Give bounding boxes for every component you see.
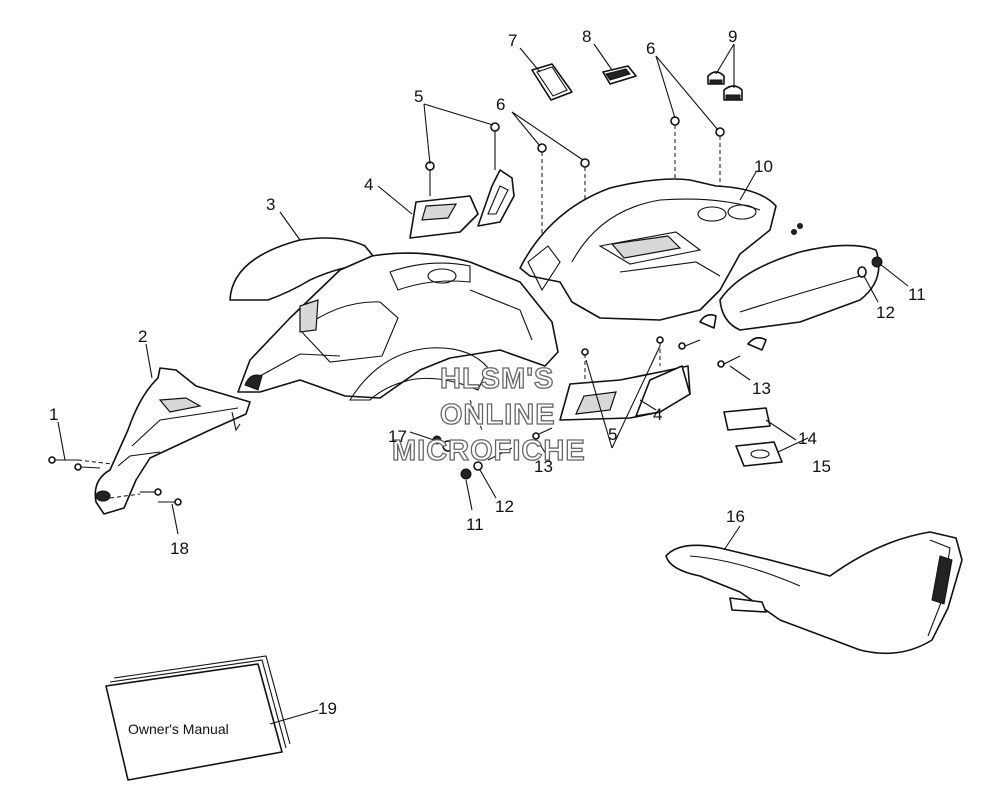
- part-2-front-bumper: [94, 367, 251, 515]
- manual-cover-title: Owner's Manual: [128, 721, 229, 737]
- part-3-front-fender: [229, 237, 559, 401]
- part-11-12-right-fasteners: [857, 256, 883, 278]
- callout-11-right: 11: [908, 285, 926, 304]
- part-19-owners-manual: Owner's Manual: [105, 655, 291, 781]
- part-13-screws-right: [678, 339, 741, 368]
- part-1-bolts: [48, 456, 113, 471]
- callout-18: 18: [170, 539, 189, 558]
- lower-fasteners: [432, 399, 553, 480]
- part-15-plate: [735, 441, 783, 467]
- callout-6-right: 6: [646, 39, 655, 58]
- watermark-line-2: ONLINE: [440, 399, 556, 431]
- part-8-clip: [602, 65, 637, 85]
- callout-10: 10: [754, 157, 773, 176]
- part-18-bolts: [109, 488, 182, 506]
- callout-19: 19: [318, 699, 337, 718]
- callout-17: 17: [388, 427, 407, 446]
- part-14-reflector: [723, 407, 771, 431]
- callout-4-upper: 4: [364, 175, 373, 194]
- callout-6-middle: 6: [496, 95, 505, 114]
- screw-set-5-upper: [425, 122, 500, 196]
- callout-labels: 1 2 3 4 4 5 5 6 6 7 8 9 10 11 11 12 12 1…: [49, 27, 926, 718]
- callout-15: 15: [812, 457, 831, 476]
- callout-8: 8: [582, 27, 591, 46]
- callout-9: 9: [728, 27, 737, 46]
- part-9-grommets: [707, 71, 743, 101]
- watermark-line-1: HLSM'S: [440, 363, 554, 395]
- watermark: HLSM'S ONLINE MICROFICHE: [391, 362, 586, 467]
- callout-12-right: 12: [876, 303, 895, 322]
- callout-1: 1: [49, 405, 58, 424]
- part-4-footwell-panel: [559, 336, 691, 421]
- watermark-line-3: MICROFICHE: [392, 435, 586, 467]
- callout-2: 2: [138, 327, 147, 346]
- callout-7: 7: [508, 31, 517, 50]
- callout-5-lower: 5: [608, 425, 617, 444]
- callout-13-lower: 13: [534, 457, 553, 476]
- callout-14: 14: [798, 429, 817, 448]
- callout-12-lower: 12: [495, 497, 514, 516]
- part-10-rear-fender: [519, 178, 880, 351]
- callout-11-lower: 11: [466, 515, 484, 534]
- callout-16: 16: [726, 507, 745, 526]
- callout-5-upper: 5: [414, 87, 423, 106]
- callout-4-lower: 4: [653, 405, 662, 424]
- callout-13-right: 13: [752, 379, 771, 398]
- part-16-seat: [665, 531, 963, 655]
- callout-3: 3: [266, 195, 275, 214]
- part-7-plate: [531, 63, 573, 101]
- leader-lines: [57, 43, 909, 725]
- part-4-side-panel-upper: [409, 169, 515, 239]
